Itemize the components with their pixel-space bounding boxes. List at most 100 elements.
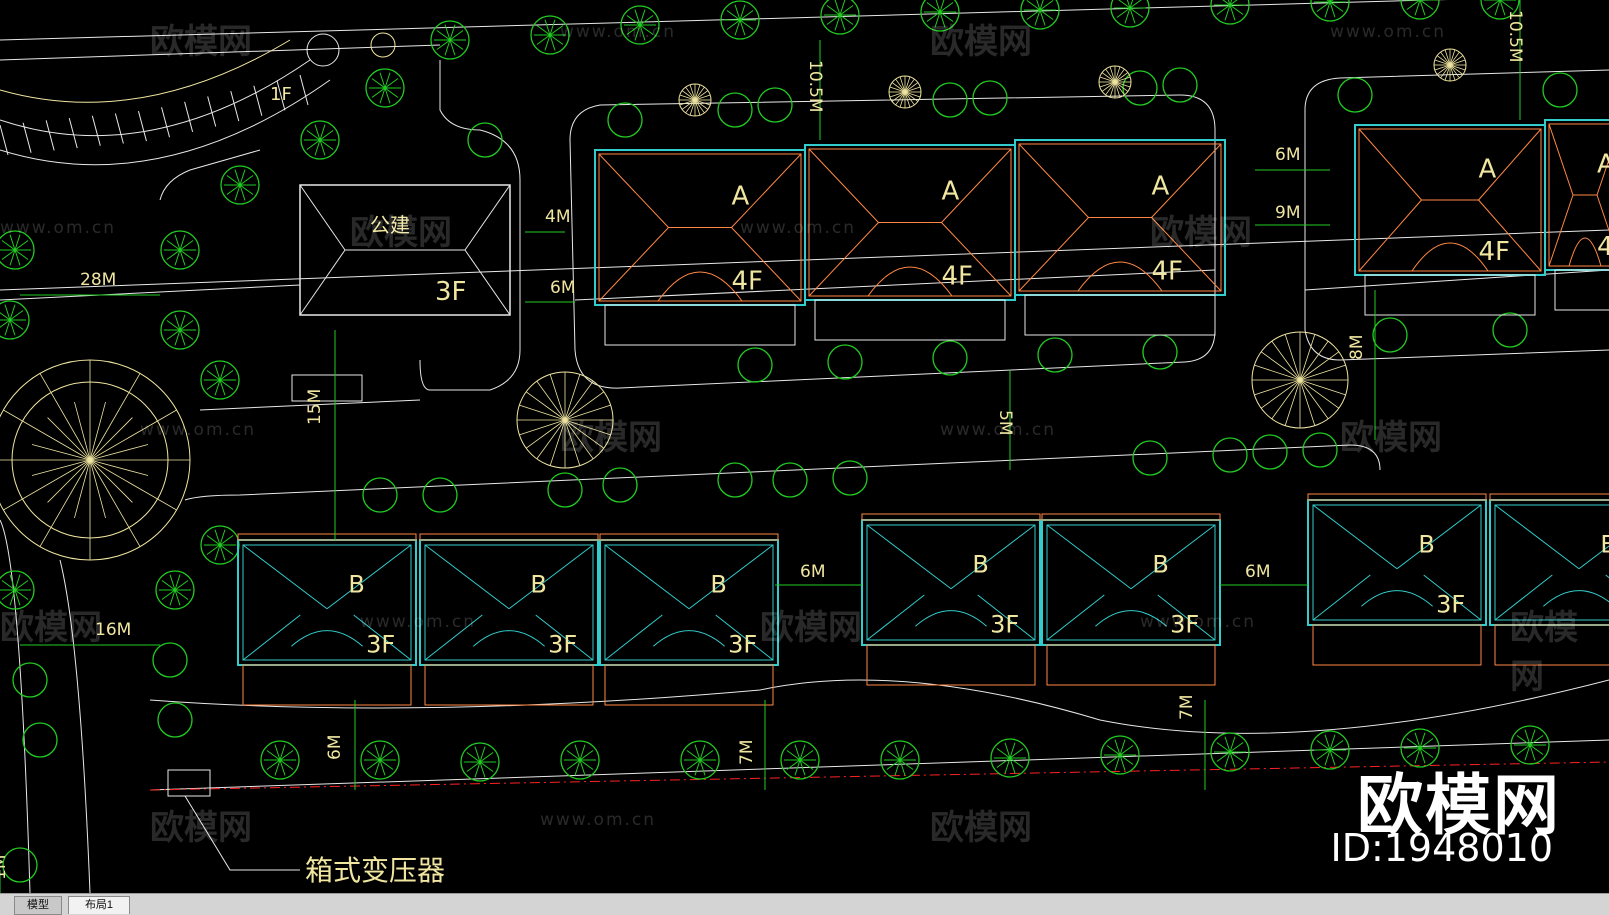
tab-layout1[interactable]: 布局1 (68, 896, 130, 914)
building-b-label: B (972, 551, 988, 579)
building-b-label: B (1152, 551, 1168, 579)
shrub-ring (1122, 70, 1158, 106)
shrub-ring (547, 472, 583, 508)
tree-symbol (1100, 735, 1140, 775)
public-building-label: 公建 (370, 213, 410, 237)
dimension-label: 15M (305, 389, 325, 425)
building-b-yard (1494, 624, 1609, 666)
shrub-ring (607, 102, 643, 138)
parked-car (291, 374, 363, 402)
building-b-roof-edge (237, 533, 417, 541)
building-b-label: B (1418, 531, 1434, 559)
road-curb-line (0, 284, 301, 301)
shrub-ring (157, 702, 193, 738)
road-curb-line (1304, 69, 1609, 111)
dimension-label: 6M (800, 562, 825, 582)
tree-symbol (460, 742, 500, 782)
building-a-roof (1018, 143, 1222, 292)
building-b-arc (1095, 610, 1167, 627)
road-curb-line (149, 739, 1609, 791)
corner-logo: 欧模网 (1357, 767, 1561, 844)
building-b-arc (473, 630, 545, 647)
building-b-arc (291, 630, 363, 647)
building-a-yard (1364, 274, 1536, 316)
building-b-yard (424, 664, 594, 706)
building-b-arc (1361, 590, 1433, 607)
shrub-ring (1542, 72, 1578, 108)
dimension-label: 1M (0, 855, 10, 880)
tree-symbol (1310, 730, 1350, 770)
tree-symbol (880, 740, 920, 780)
tree-symbol (300, 120, 340, 160)
tab-model[interactable]: 模型 (14, 896, 62, 915)
shrub-ring (22, 722, 58, 758)
building-b-label: B (710, 571, 726, 599)
shrub-ring (972, 80, 1008, 116)
tree-symbol (620, 5, 660, 45)
shrub-ring (757, 87, 793, 123)
building-b-roof (1046, 524, 1216, 641)
building-b-arc (653, 630, 725, 647)
building-b-yard (866, 644, 1036, 686)
road-curb-line (1304, 269, 1609, 291)
building-b-roof (424, 544, 594, 661)
tree-symbol (200, 360, 240, 400)
tree-symbol (1110, 0, 1150, 28)
shrub-ring (1252, 434, 1288, 470)
tree-symbol (155, 570, 195, 610)
road-curb-line (574, 269, 1216, 301)
dimension-label: 5M (995, 410, 1015, 435)
shrub-ring (717, 92, 753, 128)
building-b-roof-edge (1041, 513, 1221, 521)
tree-symbol (1400, 728, 1440, 768)
shrub-ring (12, 662, 48, 698)
shrub-ring (737, 347, 773, 383)
road-curb-line (569, 94, 1216, 389)
cad-drawing-canvas[interactable]: 1F公建3FA4FA4FA4FA4FA4FB3FB3FB3FB3FB3FB3FB… (0, 0, 1609, 893)
tree-symbol (1210, 732, 1250, 772)
building-a-label: A (1597, 150, 1609, 180)
building-a-yard (1554, 269, 1609, 311)
building-a-floors: 4F (1479, 237, 1511, 267)
building-b-floors: 3F (728, 631, 757, 659)
building-b-roof-edge (1489, 493, 1609, 501)
dimension-label: 6M (1245, 562, 1270, 582)
building-a-label: A (1152, 171, 1170, 201)
building-a-arc (657, 271, 743, 302)
tree-symbol (200, 525, 240, 565)
building-a-roof (598, 153, 802, 302)
shrub-ring (1372, 317, 1408, 353)
building-b-roof (1494, 504, 1609, 621)
shrub-ring (1492, 312, 1528, 348)
tree-symbol (430, 20, 470, 60)
building-a-label: A (1479, 155, 1497, 185)
plaza-arc (0, 39, 291, 103)
building-b-roof-edge (599, 533, 779, 541)
dimension-label: 6M (1275, 145, 1300, 165)
building-b-floors: 3F (366, 631, 395, 659)
corner-id: ID:1948010 (1330, 826, 1553, 870)
shrub-ring (932, 340, 968, 376)
building-a-arc (1411, 242, 1489, 272)
building-a-roof (808, 148, 1012, 297)
road-curb-line (0, 0, 1449, 41)
shrub-ring (1132, 440, 1168, 476)
transformer-label: 箱式变压器 (305, 854, 445, 887)
building-a-roof (1358, 128, 1542, 272)
public-building-floors: 3F (435, 277, 467, 307)
transformer-box (167, 769, 211, 797)
shrub-ring (1212, 437, 1248, 473)
tree-symbol (0, 570, 35, 610)
tree-symbol (720, 0, 760, 40)
tree-symbol (990, 738, 1030, 778)
building-a-floors: 4F (1597, 232, 1609, 262)
building-b-floors: 3F (548, 631, 577, 659)
tree-symbol (1510, 725, 1550, 765)
building-b-label: B (348, 571, 364, 599)
shrub-ring (832, 460, 868, 496)
building-b-label: B (1600, 531, 1609, 559)
building-b-arc (1543, 590, 1609, 607)
road-curb-line (159, 149, 261, 201)
building-b-yard (604, 664, 774, 706)
building-b-label: B (530, 571, 546, 599)
